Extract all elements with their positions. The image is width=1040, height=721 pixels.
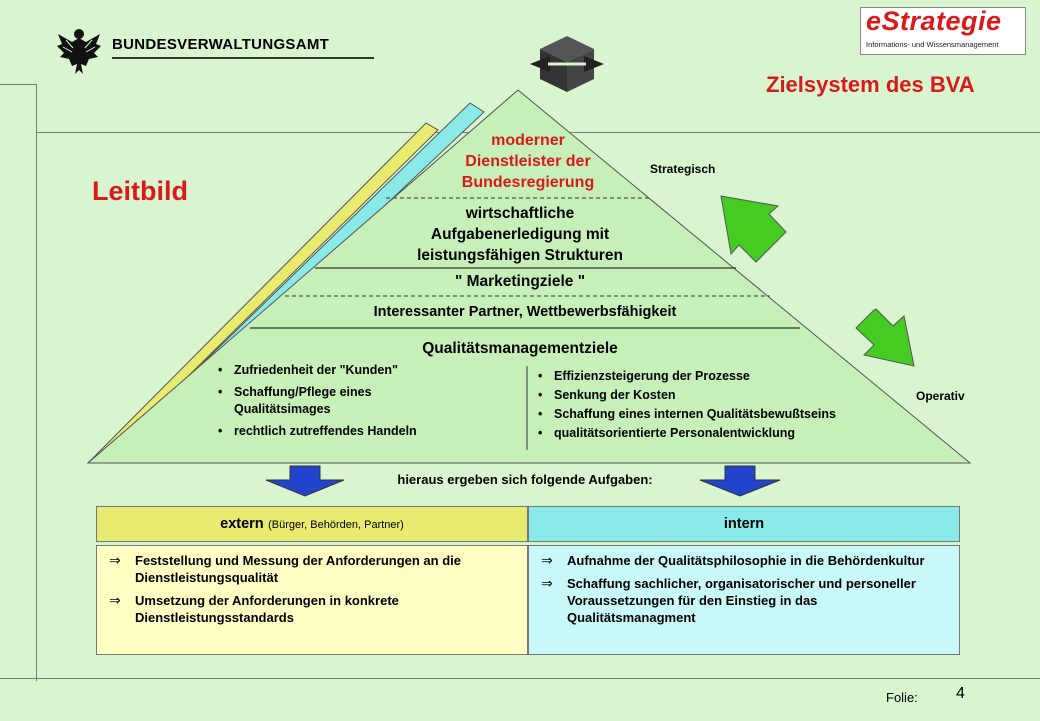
implies-arrow-icon: ⇒ — [541, 575, 553, 591]
level2-line: wirtschaftliche — [465, 205, 575, 222]
estrategie-logo-frame — [860, 7, 1026, 55]
implies-arrow-icon: ⇒ — [109, 592, 121, 608]
list-item: ⇒Umsetzung der Anforderungen in konkrete… — [109, 592, 399, 625]
intern-task-list: ⇒Aufnahme der Qualitätsphilosophie in di… — [529, 546, 959, 626]
tasks-caption: hieraus ergeben sich folgende Aufgaben: — [397, 472, 653, 487]
pyramid-apex-text: moderner Dienstleister der Bundesregieru… — [418, 130, 638, 193]
quality-goals-heading: Qualitätsmanagementziele — [422, 340, 618, 357]
extern-tasks-box: ⇒Feststellung und Messung der Anforderun… — [96, 545, 528, 655]
extern-title: extern — [220, 516, 264, 532]
federal-eagle-icon — [57, 29, 101, 74]
left-margin-bar — [0, 84, 37, 681]
intern-title: intern — [723, 516, 765, 532]
strategic-arrow-icon — [720, 195, 787, 263]
extern-subtitle: (Bürger, Behörden, Partner) — [268, 519, 404, 531]
partner-goal-text: Interessanter Partner, Wettbewerbsfähigk… — [373, 304, 677, 320]
apex-line: moderner — [491, 132, 565, 149]
operative-arrow-icon — [855, 308, 915, 367]
list-item: Senkung der Kosten — [538, 387, 878, 404]
organization-underline — [112, 57, 374, 59]
quality-goals-right-list: Effizienzsteigerung der Prozesse Senkung… — [538, 368, 878, 444]
apex-line: Bundesregierung — [461, 174, 595, 191]
implies-arrow-icon: ⇒ — [109, 552, 121, 568]
down-arrow-left-icon — [265, 465, 345, 497]
level2-line: Aufgabenerledigung mit — [430, 226, 610, 243]
slide-title: Zielsystem des BVA — [766, 72, 975, 97]
organization-name: BUNDESVERWALTUNGSAMT — [112, 36, 330, 53]
slide-number: 4 — [956, 685, 965, 702]
estrategie-logo-subtitle: Informations- und Wissensmanagement — [866, 40, 999, 49]
level2-line: leistungsfähigen Strukturen — [417, 247, 623, 264]
quality-goals-left-list: Zufriedenheit der "Kunden" Schaffung/Pfl… — [218, 362, 468, 445]
leitbild-heading: Leitbild — [92, 176, 188, 206]
list-item: Effizienzsteigerung der Prozesse — [538, 368, 878, 385]
cube-arrow-logo-icon — [530, 36, 604, 92]
list-item: qualitätsorientierte Personalentwicklung — [538, 425, 878, 442]
extern-task-list: ⇒Feststellung und Messung der Anforderun… — [97, 546, 527, 626]
list-item: ⇒Aufnahme der Qualitätsphilosophie in di… — [541, 552, 925, 568]
implies-arrow-icon: ⇒ — [541, 552, 553, 568]
intern-tasks-box: ⇒Aufnahme der Qualitätsphilosophie in di… — [528, 545, 960, 655]
list-item: Zufriedenheit der "Kunden" — [218, 362, 468, 379]
list-item: Schaffung/Pflege eines Qualitätsimages — [218, 384, 468, 418]
intern-header: intern — [528, 506, 960, 542]
apex-line: Dienstleister der — [465, 153, 591, 170]
extern-header: extern (Bürger, Behörden, Partner) — [96, 506, 528, 542]
list-item: ⇒Schaffung sachlicher, organisatorischer… — [541, 575, 916, 625]
pyramid-level-economic: wirtschaftliche Aufgabenerledigung mit l… — [370, 203, 670, 266]
marketing-goals-heading: " Marketingziele " — [454, 273, 586, 290]
down-arrow-right-icon — [699, 465, 781, 497]
estrategie-logo: eStrategie — [866, 6, 1002, 36]
operative-label: Operativ — [916, 389, 965, 403]
slide-number-label: Folie: — [886, 690, 918, 705]
list-item: Schaffung eines internen Qualitätsbewußt… — [538, 406, 878, 423]
list-item: rechtlich zutreffendes Handeln — [218, 423, 468, 440]
footer-band — [0, 678, 1040, 721]
list-item: ⇒Feststellung und Messung der Anforderun… — [109, 552, 461, 585]
strategic-label: Strategisch — [650, 162, 716, 176]
